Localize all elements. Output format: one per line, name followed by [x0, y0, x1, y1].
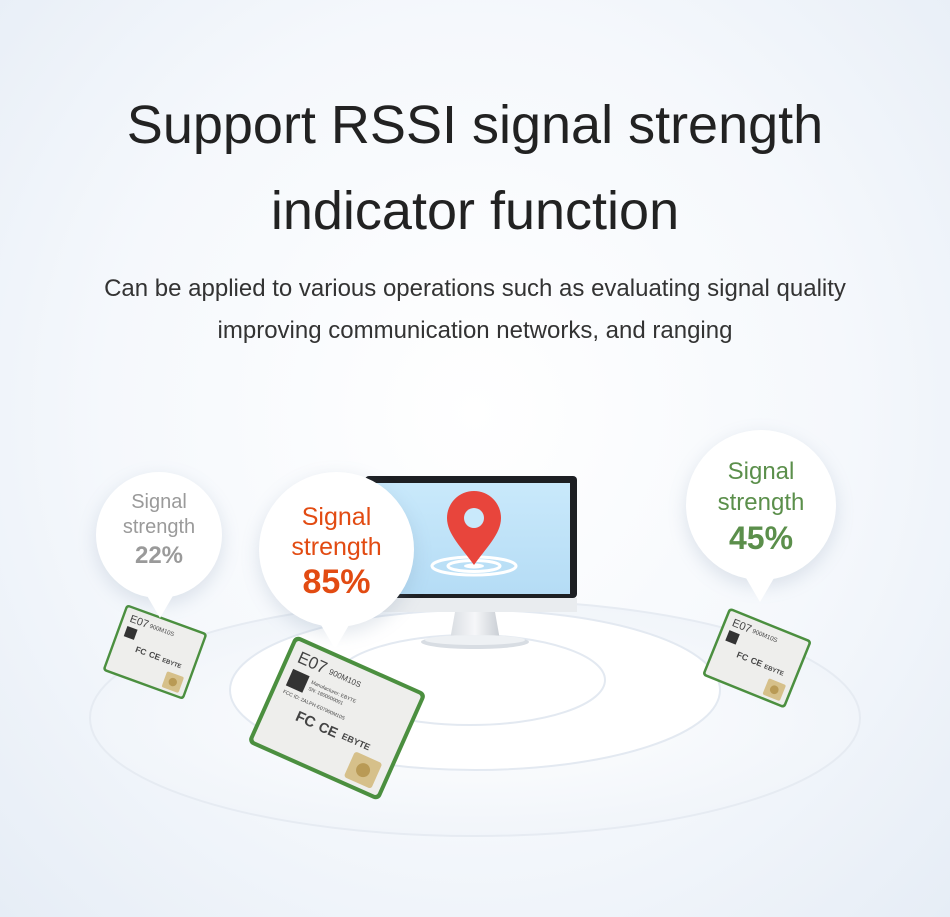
subtitle-line-1: Can be applied to various operations suc…	[104, 275, 846, 302]
module-right-fc: FC	[735, 649, 750, 663]
bubble-value: 85%	[302, 563, 371, 601]
signal-bubble-85: Signal strength 85%	[259, 472, 414, 649]
bubble-value: 45%	[728, 520, 794, 556]
signal-bubble-45: Signal strength 45%	[686, 430, 836, 602]
signal-bubble-22: Signal strength 22%	[96, 472, 222, 618]
subtitle-line-2: improving communication networks, and ra…	[217, 317, 733, 344]
bubble-tail	[146, 594, 174, 618]
subtitle: Can be applied to various operations suc…	[0, 268, 950, 352]
headline: Support RSSI signal strength indicator f…	[0, 82, 950, 254]
module-left-ce: CE	[148, 649, 163, 663]
module-center-ce: CE	[316, 718, 340, 741]
headline-line-2: indicator function	[270, 181, 680, 241]
module-center-fc: FC	[293, 708, 318, 732]
bubble-label-line-2: strength	[717, 489, 805, 516]
module-left-fc: FC	[134, 644, 148, 657]
bubble-value: 22%	[134, 542, 184, 569]
bubble-label-line-2: strength	[291, 533, 382, 561]
bubble-tail	[746, 578, 774, 602]
rf-module-left: E07 900M10S FC CE EBYTE	[103, 604, 207, 700]
bubble-label-line-1: Signal	[727, 458, 795, 485]
headline-line-1: Support RSSI signal strength	[126, 95, 824, 155]
bubble-tail	[321, 625, 349, 649]
location-pin-icon	[447, 491, 501, 565]
bubble-label-line-1: Signal	[131, 491, 187, 513]
bubble-label-line-1: Signal	[301, 503, 372, 531]
module-right-ce: CE	[749, 655, 764, 669]
rf-module-right: E07 900M10S FC CE EBYTE	[703, 608, 811, 708]
rf-module-center: E07 900M10S Manufacturer: EBYTE SN: 1800…	[249, 636, 425, 800]
bubble-label-line-2: strength	[122, 516, 196, 538]
